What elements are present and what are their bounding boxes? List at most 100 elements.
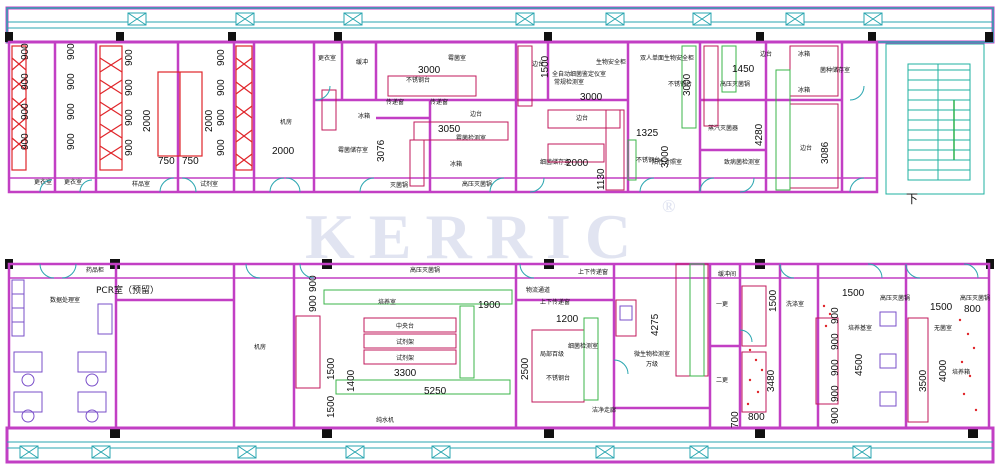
dim-2000-l: 2000 xyxy=(142,109,153,132)
bottom-green-benches xyxy=(323,263,705,401)
top-window-band xyxy=(6,7,994,43)
label-reagent-room: 试剂室 xyxy=(200,180,218,188)
label-mold-room: 霉菌室 xyxy=(448,54,466,62)
label-reagent-rack-2: 试剂架 xyxy=(396,354,414,362)
label-refrigerator-4: 冰箱 xyxy=(798,86,810,94)
dim-900-b2: 900 xyxy=(66,73,77,90)
trademark: ® xyxy=(662,196,689,216)
exhaust-fans-top xyxy=(19,12,883,459)
dim-b-900-c4: 900 xyxy=(830,385,841,402)
dim-b-1500-2: 1500 xyxy=(326,395,337,418)
dim-900-c2: 900 xyxy=(124,79,135,96)
dim-900-d3: 900 xyxy=(216,109,227,126)
label-bench-2: 边台 xyxy=(760,50,772,58)
label-ss-table: 不锈钢台 xyxy=(546,374,570,382)
bottom-doors xyxy=(39,263,979,375)
label-center-bench: 中央台 xyxy=(396,322,414,330)
dim-1500-top: 1500 xyxy=(540,55,551,78)
label-changing-1: 更衣室 xyxy=(34,178,52,186)
label-change-2: 二更 xyxy=(716,377,728,384)
dim-1450: 1450 xyxy=(732,64,755,75)
label-change-1: 一更 xyxy=(716,301,728,308)
dim-4280: 4280 xyxy=(754,123,765,146)
dim-2000-r: 2000 xyxy=(204,109,215,132)
label-passbox-up: 上下传递窗 xyxy=(578,268,608,276)
label-high-autoclave: 高压灭菌锅 xyxy=(410,266,440,274)
label-ss-bench-3: 不锈钢台 xyxy=(406,76,430,84)
dim-b-900-1: 900 xyxy=(308,275,319,292)
label-buffer-b: 缓冲间 xyxy=(718,270,736,278)
stairwell xyxy=(885,43,985,195)
label-reagent-rack: 试剂架 xyxy=(396,338,414,346)
dim-b-1900: 1900 xyxy=(478,300,501,311)
dim-3000-routine: 3000 xyxy=(580,92,603,103)
dim-b-700: 700 xyxy=(730,411,741,428)
dim-3076: 3076 xyxy=(376,139,387,162)
dim-b-1500-1: 1500 xyxy=(326,357,337,380)
bottom-window-band xyxy=(7,441,993,449)
bottom-room-labels: 数据处理室 PCR室（预留） 药品柜 机房 培养室 中央台 试剂架 试剂架 高压… xyxy=(50,266,990,424)
label-steam: 蒸汽灭菌器 xyxy=(708,124,738,132)
label-sterilize-1: 灭菌锅 xyxy=(390,181,408,189)
dim-b-3500: 3500 xyxy=(918,369,929,392)
label-mold-test: 霉菌检测室 xyxy=(456,134,486,142)
dim-3000-mold: 3000 xyxy=(418,65,441,76)
dim-900-d1: 900 xyxy=(216,49,227,66)
label-positive: 阳性对照室 xyxy=(652,158,682,166)
dim-3050: 3050 xyxy=(438,124,461,135)
dim-b-900-c2: 900 xyxy=(830,333,841,350)
dim-b-3480: 3480 xyxy=(766,369,777,392)
label-data-proc: 数据处理室 xyxy=(50,296,80,304)
label-refrigerator-1: 冰箱 xyxy=(358,112,370,120)
stair-down-label: 下 xyxy=(906,192,918,206)
dim-900-c4: 900 xyxy=(124,139,135,156)
dim-2000-bact: 2000 xyxy=(566,158,589,169)
label-buffer-2: 更衣室 xyxy=(318,54,336,62)
dim-900-d4: 900 xyxy=(216,139,227,156)
label-mold-storage: 霉菌储存室 xyxy=(338,146,368,154)
top-doors xyxy=(39,85,865,193)
top-room-labels: 更衣室 更衣室 样品室 试剂室 机房 霉菌储存室 霉菌室 霉菌检测室 缓冲 更衣… xyxy=(34,50,850,189)
label-pcr: PCR室（预留） xyxy=(96,284,159,296)
label-sample-room: 样品室 xyxy=(132,180,150,188)
label-passbox-2: 传递窗 xyxy=(430,98,448,106)
dim-b-1500-h: 1500 xyxy=(842,288,865,299)
dim-b-3300: 3300 xyxy=(394,368,417,379)
dim-b-1500-v: 1500 xyxy=(768,289,779,312)
shelf-dims: 900 900 900 900 900 900 900 900 900 900 … xyxy=(20,43,227,167)
label-culture: 培养室 xyxy=(378,298,396,306)
bottom-red-dots xyxy=(746,304,978,412)
label-passbox-1: 传递窗 xyxy=(386,98,404,106)
label-bact-test: 细菌检测室 xyxy=(568,342,598,350)
label-micro-lab: 微生物检测室 xyxy=(634,350,670,358)
dim-b-800: 800 xyxy=(748,412,765,423)
dim-900-b1: 900 xyxy=(66,43,77,60)
dim-b-4000: 4000 xyxy=(938,359,949,382)
dim-b-1200: 1200 xyxy=(556,314,579,325)
label-drug: 菌种储存室 xyxy=(820,66,850,74)
label-safety-cab-2: 双人单面生物安全柜 xyxy=(640,54,694,62)
label-changing-2: 更衣室 xyxy=(64,178,82,186)
dim-b-900-2: 900 xyxy=(308,295,319,312)
label-reagent-store: 药品柜 xyxy=(86,266,104,274)
bottom-block-walls xyxy=(7,262,991,430)
dim-b-900-c5: 900 xyxy=(830,407,841,424)
dim-900-c1: 900 xyxy=(124,49,135,66)
sample-shelves xyxy=(11,45,253,171)
dim-b-800b: 800 xyxy=(964,304,981,315)
dim-900-a1: 900 xyxy=(20,43,31,60)
label-bench-1: 边台 xyxy=(532,60,544,68)
label-refrigerator-2: 冰箱 xyxy=(450,160,462,168)
dim-b-4275: 4275 xyxy=(650,313,661,336)
label-ss-bench-2: 不锈钢台 xyxy=(636,156,660,164)
top-green-benches xyxy=(627,45,791,191)
label-logistics: 物流通道 xyxy=(526,286,550,294)
label-auto-analysis: 全自动细菌鉴定仪室 xyxy=(552,70,606,78)
label-sterilize-2: 高压灭菌锅 xyxy=(462,180,492,188)
label-clean-room: 洁净走廊 xyxy=(592,406,616,414)
label-ss-bench-1: 不锈钢台 xyxy=(668,80,692,88)
dim-900-b3: 900 xyxy=(66,103,77,120)
dim-b-1500b: 1500 xyxy=(930,302,953,313)
label-incubator: 培养箱 xyxy=(952,368,970,376)
